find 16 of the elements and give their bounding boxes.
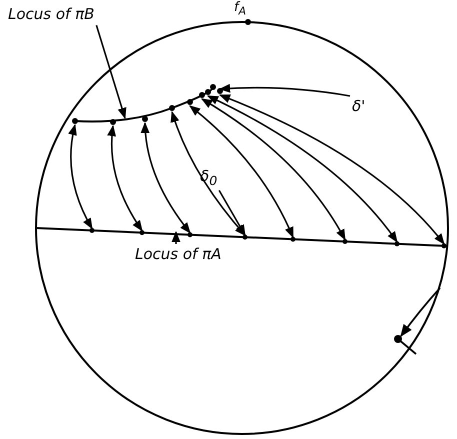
double-arrow — [68, 124, 93, 230]
double-arrow — [107, 124, 143, 232]
double-arrow — [201, 98, 346, 240]
leader-line — [172, 231, 180, 244]
double-arrow — [170, 110, 246, 236]
node-label: δ' — [352, 98, 366, 116]
node-label: Locus of πA — [135, 246, 222, 264]
double-arrow — [189, 105, 294, 238]
point-label: f$_{A}$ — [234, 1, 246, 18]
double-arrow — [140, 122, 191, 234]
leader-line — [218, 84, 350, 97]
node-label: Locus of πB — [8, 6, 94, 24]
leader-line — [96, 25, 126, 120]
double-arrow — [207, 95, 398, 243]
double-arrow — [218, 94, 445, 245]
locus-line — [36, 227, 448, 247]
